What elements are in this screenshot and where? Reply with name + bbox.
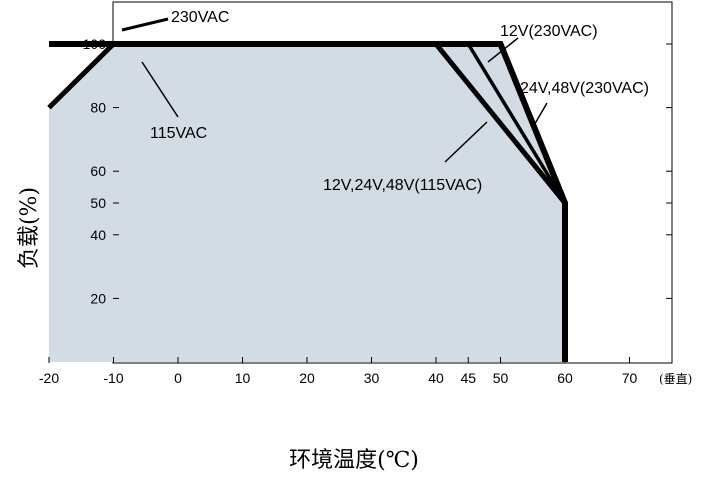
x-axis-note: (垂直) (659, 372, 692, 386)
x-tick-group: -20 -10 0 10 20 30 40 45 50 60 70 (39, 357, 638, 386)
series-line-3 (466, 43, 567, 204)
leader-24v48v-230 (532, 102, 548, 128)
x-tick-label: 50 (493, 370, 509, 386)
leader-12v24v48v-115 (444, 121, 488, 163)
leader-12v-230 (487, 37, 519, 63)
x-tick-label: 45 (460, 370, 476, 386)
y-axis-title: 负载(%) (17, 187, 42, 269)
series-lines (47, 41, 568, 362)
x-tick-label: 20 (299, 370, 315, 386)
x-tick-label: 0 (174, 370, 182, 386)
x-tick-label: 30 (364, 370, 380, 386)
series-line-2 (498, 43, 567, 204)
x-tick-label: -10 (103, 370, 123, 386)
leader-115vac (141, 61, 179, 118)
x-axis-title: 环境温度(℃) (289, 448, 419, 473)
y-tick-label: 20 (90, 290, 106, 306)
annotation-24v48v-230vac: 24V,48V(230VAC) (520, 80, 649, 97)
y-tick-label: 40 (90, 227, 106, 243)
annotation-115vac: 115VAC (150, 125, 207, 142)
x-tick-label: 10 (235, 370, 251, 386)
x-tick-label: 60 (557, 370, 573, 386)
annotation-12v-230vac: 12V(230VAC) (500, 23, 598, 40)
operating-area-fill (49, 44, 565, 362)
x-tick-label: 40 (428, 370, 444, 386)
x-tick-label: 70 (622, 370, 638, 386)
y-tick-label: 80 (90, 100, 106, 116)
x-tick-label: -20 (39, 370, 59, 386)
leader-230vac (121, 17, 169, 32)
y-tick-label: 50 (90, 195, 106, 211)
annotation-12v24v48v-115vac: 12V,24V,48V(115VAC) (323, 177, 482, 194)
annotation-230vac: 230VAC (171, 9, 229, 26)
y-tick-label: 60 (90, 163, 106, 179)
series-line-4 (434, 42, 567, 205)
